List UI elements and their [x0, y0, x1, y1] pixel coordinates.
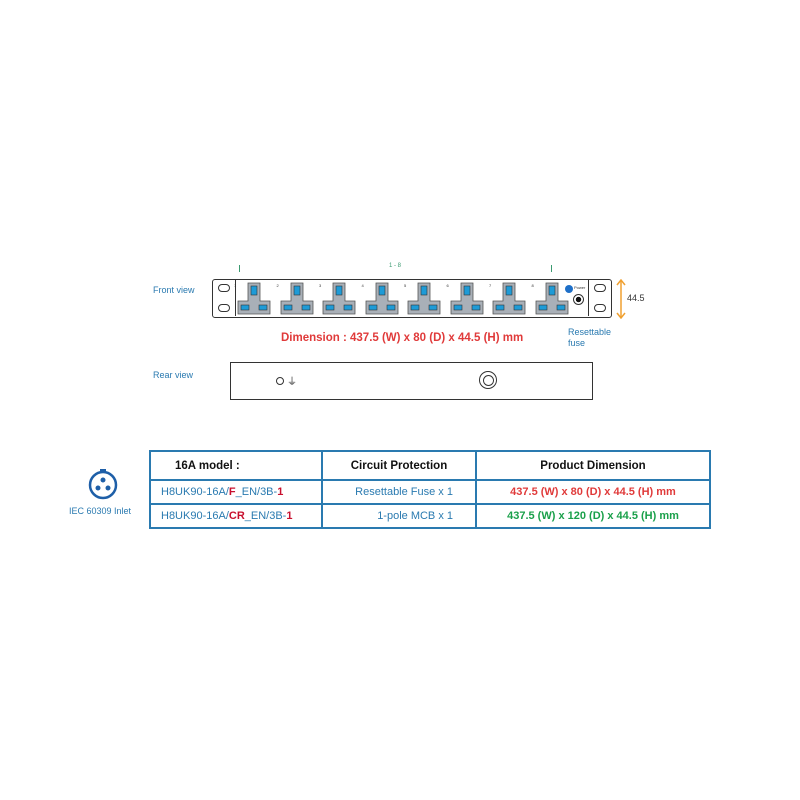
protection-cell: 1-pole MCB x 1 [321, 503, 477, 529]
dimension-cell: 437.5 (W) x 120 (D) x 44.5 (H) mm [475, 503, 711, 529]
socket-number: 4 [361, 283, 364, 288]
rear-panel: ⏚ [230, 362, 593, 400]
rear-view-label: Rear view [153, 370, 194, 380]
inlet-label: IEC 60309 Inlet [69, 506, 132, 516]
uk-socket-3 [322, 282, 356, 315]
table-row: H8UK90-16A/F_EN/3B-1 Resettable Fuse x 1… [149, 479, 711, 505]
uk-socket-6 [450, 282, 484, 315]
height-label: 44.5 [627, 293, 645, 303]
socket-number: 5 [404, 283, 407, 288]
header-protection: Circuit Protection [321, 450, 477, 481]
socket-number: 3 [319, 283, 322, 288]
height-arrow-icon [616, 279, 626, 319]
dimension-cell: 437.5 (W) x 80 (D) x 44.5 (H) mm [475, 479, 711, 505]
socket-number: 1 [234, 283, 237, 288]
right-rack-ear [588, 280, 611, 316]
model-cell: H8UK90-16A/F_EN/3B-1 [149, 479, 323, 505]
uk-socket-2 [280, 282, 314, 315]
resettable-fuse-button[interactable] [573, 294, 584, 305]
range-tick-end [551, 265, 552, 272]
header-dimension: Product Dimension [475, 450, 711, 481]
socket-number: 8 [531, 283, 534, 288]
model-table: 16A model : Circuit Protection Product D… [149, 450, 711, 529]
front-view-label: Front view [153, 285, 195, 295]
range-tick-start [239, 265, 240, 272]
table-header-row: 16A model : Circuit Protection Product D… [149, 450, 711, 481]
uk-socket-4 [365, 282, 399, 315]
left-rack-ear [213, 280, 236, 316]
socket-range-label: 1 - 8 [389, 263, 402, 269]
uk-socket-5 [407, 282, 441, 315]
front-panel: 1 2 3 4 5 6 7 8 Power [212, 279, 612, 318]
power-label: Power [574, 285, 586, 290]
uk-socket-1 [237, 282, 271, 315]
ground-symbol-icon: ⏚ [287, 377, 297, 388]
power-inlet-icon [479, 371, 497, 389]
socket-number: 6 [446, 283, 449, 288]
protection-cell: Resettable Fuse x 1 [321, 479, 477, 505]
dimension-text: Dimension : 437.5 (W) x 80 (D) x 44.5 (H… [281, 332, 524, 344]
socket-number: 7 [489, 283, 492, 288]
uk-socket-8 [535, 282, 569, 315]
power-indicator-icon [565, 285, 573, 293]
ground-screw-icon [276, 377, 284, 385]
model-cell: H8UK90-16A/CR_EN/3B-1 [149, 503, 323, 529]
socket-number: 2 [276, 283, 279, 288]
uk-socket-7 [492, 282, 526, 315]
iec-60309-inlet-icon [88, 469, 118, 500]
table-row: H8UK90-16A/CR_EN/3B-1 1-pole MCB x 1 437… [149, 503, 711, 529]
fuse-label-line2: fuse [568, 338, 586, 348]
fuse-label-line1: Resettable [568, 327, 612, 337]
header-model: 16A model : [149, 450, 323, 481]
